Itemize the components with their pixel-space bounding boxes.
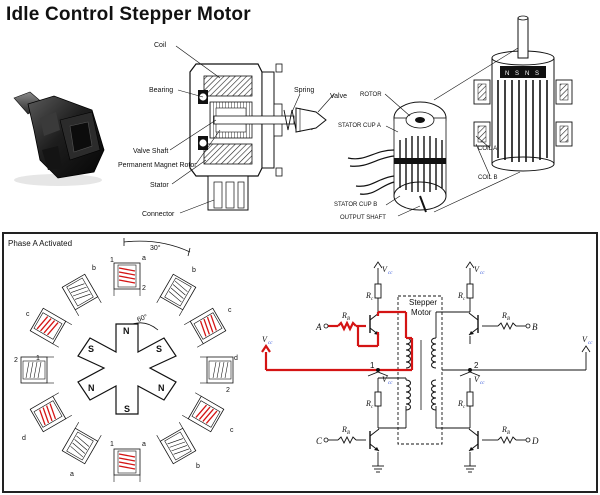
- rb-label: R: [501, 311, 507, 320]
- label-coil: Coil: [154, 42, 167, 49]
- coil-number: 1: [36, 355, 40, 362]
- label-output-shaft: OUTPUT SHAFT: [340, 215, 386, 221]
- iac-valve-photo: [13, 91, 105, 186]
- label-rotor: ROTOR: [360, 92, 382, 98]
- coil-letter: c: [26, 311, 30, 318]
- vcc-subscript: cc: [268, 341, 273, 346]
- rotor-pole-label: N: [158, 383, 165, 393]
- vcc-label: V: [582, 335, 588, 344]
- angle-label-outer: 30°: [150, 244, 161, 252]
- node-label-2: 2: [474, 361, 479, 370]
- node-label-1: 1: [370, 361, 375, 370]
- label-permanent-magnet-rotor: Permanent Magnet Rotor: [118, 162, 197, 169]
- rc-label: R: [365, 399, 371, 408]
- input-label-b: B: [532, 322, 538, 332]
- label-valve: Valve: [330, 93, 347, 100]
- coil-letter: a: [142, 255, 146, 262]
- label-coil-a: COIL A: [478, 146, 497, 152]
- coil-number: 1: [110, 257, 114, 264]
- label-coil-b: COIL B: [478, 175, 497, 181]
- phase-title: Phase A Activated: [8, 239, 72, 248]
- coil-letter: a: [70, 471, 74, 478]
- label-valve-shaft: Valve Shaft: [133, 148, 168, 155]
- coil-letter: c: [230, 427, 234, 434]
- input-label-d: D: [531, 436, 539, 446]
- rc-subscript: c: [371, 297, 374, 302]
- coil-letter: a: [142, 441, 146, 448]
- label-stator: Stator: [150, 182, 169, 189]
- rc-label: R: [457, 291, 463, 300]
- coil-letter: b: [196, 463, 200, 470]
- rb-label: R: [341, 311, 347, 320]
- coil-number: 1: [110, 441, 114, 448]
- coil-letter: b: [92, 265, 96, 272]
- vcc-subscript: cc: [388, 271, 393, 276]
- coil-letter: c: [228, 307, 232, 314]
- active-phase-path: [261, 310, 414, 372]
- page-title: Idle Control Stepper Motor: [6, 4, 251, 25]
- rotor-pole-label: S: [88, 344, 94, 354]
- rb-subscript: B: [507, 317, 510, 322]
- label-connector: Connector: [142, 211, 175, 218]
- magnet-letter: S: [515, 71, 519, 77]
- rb-subscript: B: [347, 431, 350, 436]
- coil-letter: b: [192, 267, 196, 274]
- rotor-pole-label: S: [156, 344, 162, 354]
- coil-letter: d: [22, 435, 26, 442]
- label-stator-cup-a: STATOR CUP A: [338, 123, 381, 129]
- angle-label-inner: 60°: [136, 313, 149, 324]
- vcc-label: V: [382, 375, 388, 384]
- coil-number: 2: [14, 357, 18, 364]
- motor-box-label: Motor: [411, 308, 432, 317]
- cutaway-drawing: Coil Bearing Valve Shaft Permanent Magne…: [118, 42, 347, 218]
- label-stator-cup-b: STATOR CUP B: [334, 202, 377, 208]
- vcc-subscript: cc: [480, 271, 485, 276]
- vcc-label: V: [382, 265, 388, 274]
- rb-label: R: [501, 425, 507, 434]
- exploded-stepper-drawing: N S N S ROTOR STATOR CUP A STATOR CUP B …: [334, 15, 573, 221]
- phase-diagram: Phase A Activated 30° 60° N S N S N S a …: [8, 238, 238, 483]
- coil-number: 2: [226, 387, 230, 394]
- input-label-a: A: [315, 322, 322, 332]
- driver-circuit: Stepper Motor: [261, 261, 593, 473]
- rotor-pole-label: N: [88, 383, 95, 393]
- label-spring: Spring: [294, 87, 314, 94]
- magnet-letter: N: [525, 71, 529, 77]
- motor-box-label: Stepper: [409, 298, 437, 307]
- coil-number: 2: [142, 285, 146, 292]
- vcc-subscript: cc: [388, 381, 393, 386]
- magnet-letter: N: [505, 71, 509, 77]
- input-label-c: C: [316, 436, 323, 446]
- rb-subscript: B: [347, 317, 350, 322]
- rc-label: R: [365, 291, 371, 300]
- rc-subscript: c: [371, 405, 374, 410]
- label-bearing: Bearing: [149, 87, 173, 94]
- vcc-subscript: cc: [480, 381, 485, 386]
- vcc-label: V: [474, 265, 480, 274]
- magnet-letter: S: [535, 71, 539, 77]
- rc-subscript: c: [463, 405, 466, 410]
- rc-subscript: c: [463, 297, 466, 302]
- rotor-pole-label: N: [123, 326, 130, 336]
- rc-label: R: [457, 399, 463, 408]
- rb-label: R: [341, 425, 347, 434]
- rb-subscript: B: [507, 431, 510, 436]
- coil-letter: d: [234, 355, 238, 362]
- rotor-star: [77, 323, 177, 415]
- vcc-subscript: cc: [588, 341, 593, 346]
- vcc-label: V: [262, 335, 268, 344]
- rotor-pole-label: S: [124, 404, 130, 414]
- vcc-label: V: [474, 375, 480, 384]
